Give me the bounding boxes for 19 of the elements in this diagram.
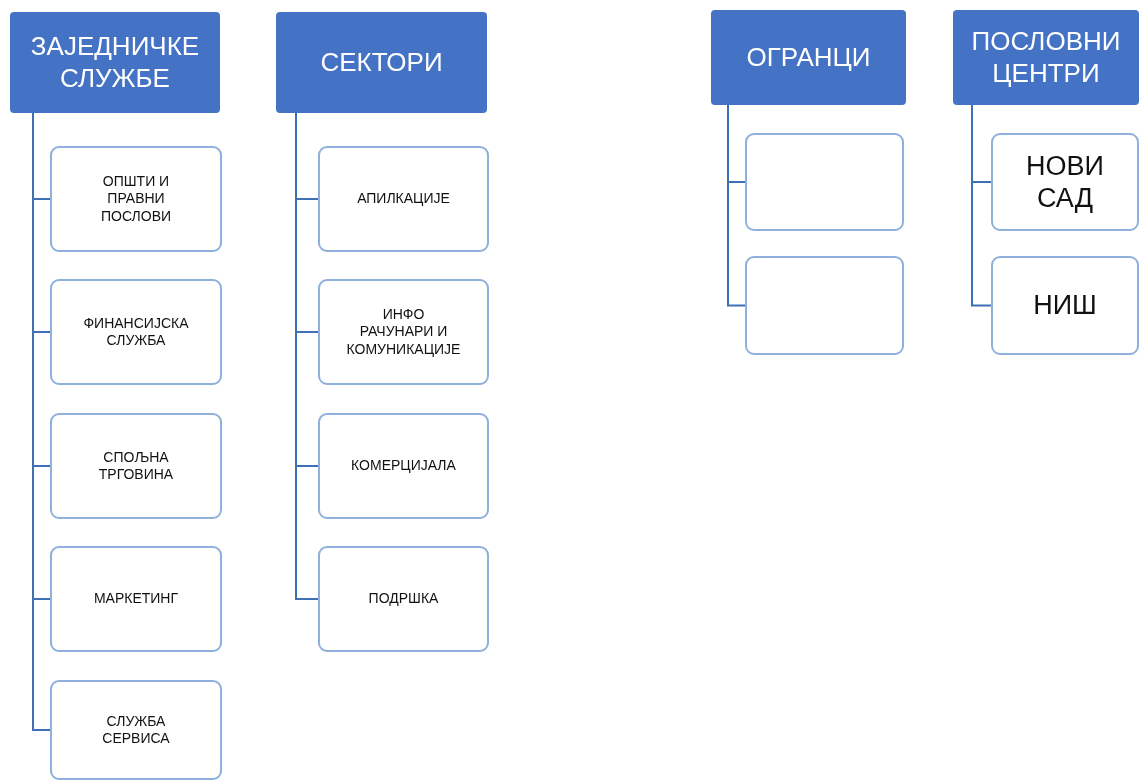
unit-box: ОПШТИ И ПРАВНИ ПОСЛОВИ: [50, 146, 222, 252]
unit-box: [745, 256, 904, 355]
unit-box: КОМЕРЦИЈАЛА: [318, 413, 489, 519]
unit-box: НОВИ САД: [991, 133, 1139, 231]
connector-line: [727, 104, 746, 307]
unit-box: ФИНАНСИЈСКА СЛУЖБА: [50, 279, 222, 385]
unit-box: СЛУЖБА СЕРВИСА: [50, 680, 222, 780]
header-box: ПОСЛОВНИ ЦЕНТРИ: [953, 10, 1139, 105]
unit-box: ИНФО РАЧУНАРИ И КОМУНИКАЦИЈЕ: [318, 279, 489, 385]
unit-box: АПИЛКАЦИЈЕ: [318, 146, 489, 252]
header-box: СЕКТОРИ: [276, 12, 487, 113]
unit-box: ПОДРШКА: [318, 546, 489, 652]
unit-box: [745, 133, 904, 231]
unit-box: МАРКЕТИНГ: [50, 546, 222, 652]
unit-box: НИШ: [991, 256, 1139, 355]
unit-box: СПОЉНА ТРГОВИНА: [50, 413, 222, 519]
header-box: ОГРАНЦИ: [711, 10, 906, 105]
connector-line: [971, 104, 992, 307]
header-box: ЗАЈЕДНИЧКЕ СЛУЖБЕ: [10, 12, 220, 113]
